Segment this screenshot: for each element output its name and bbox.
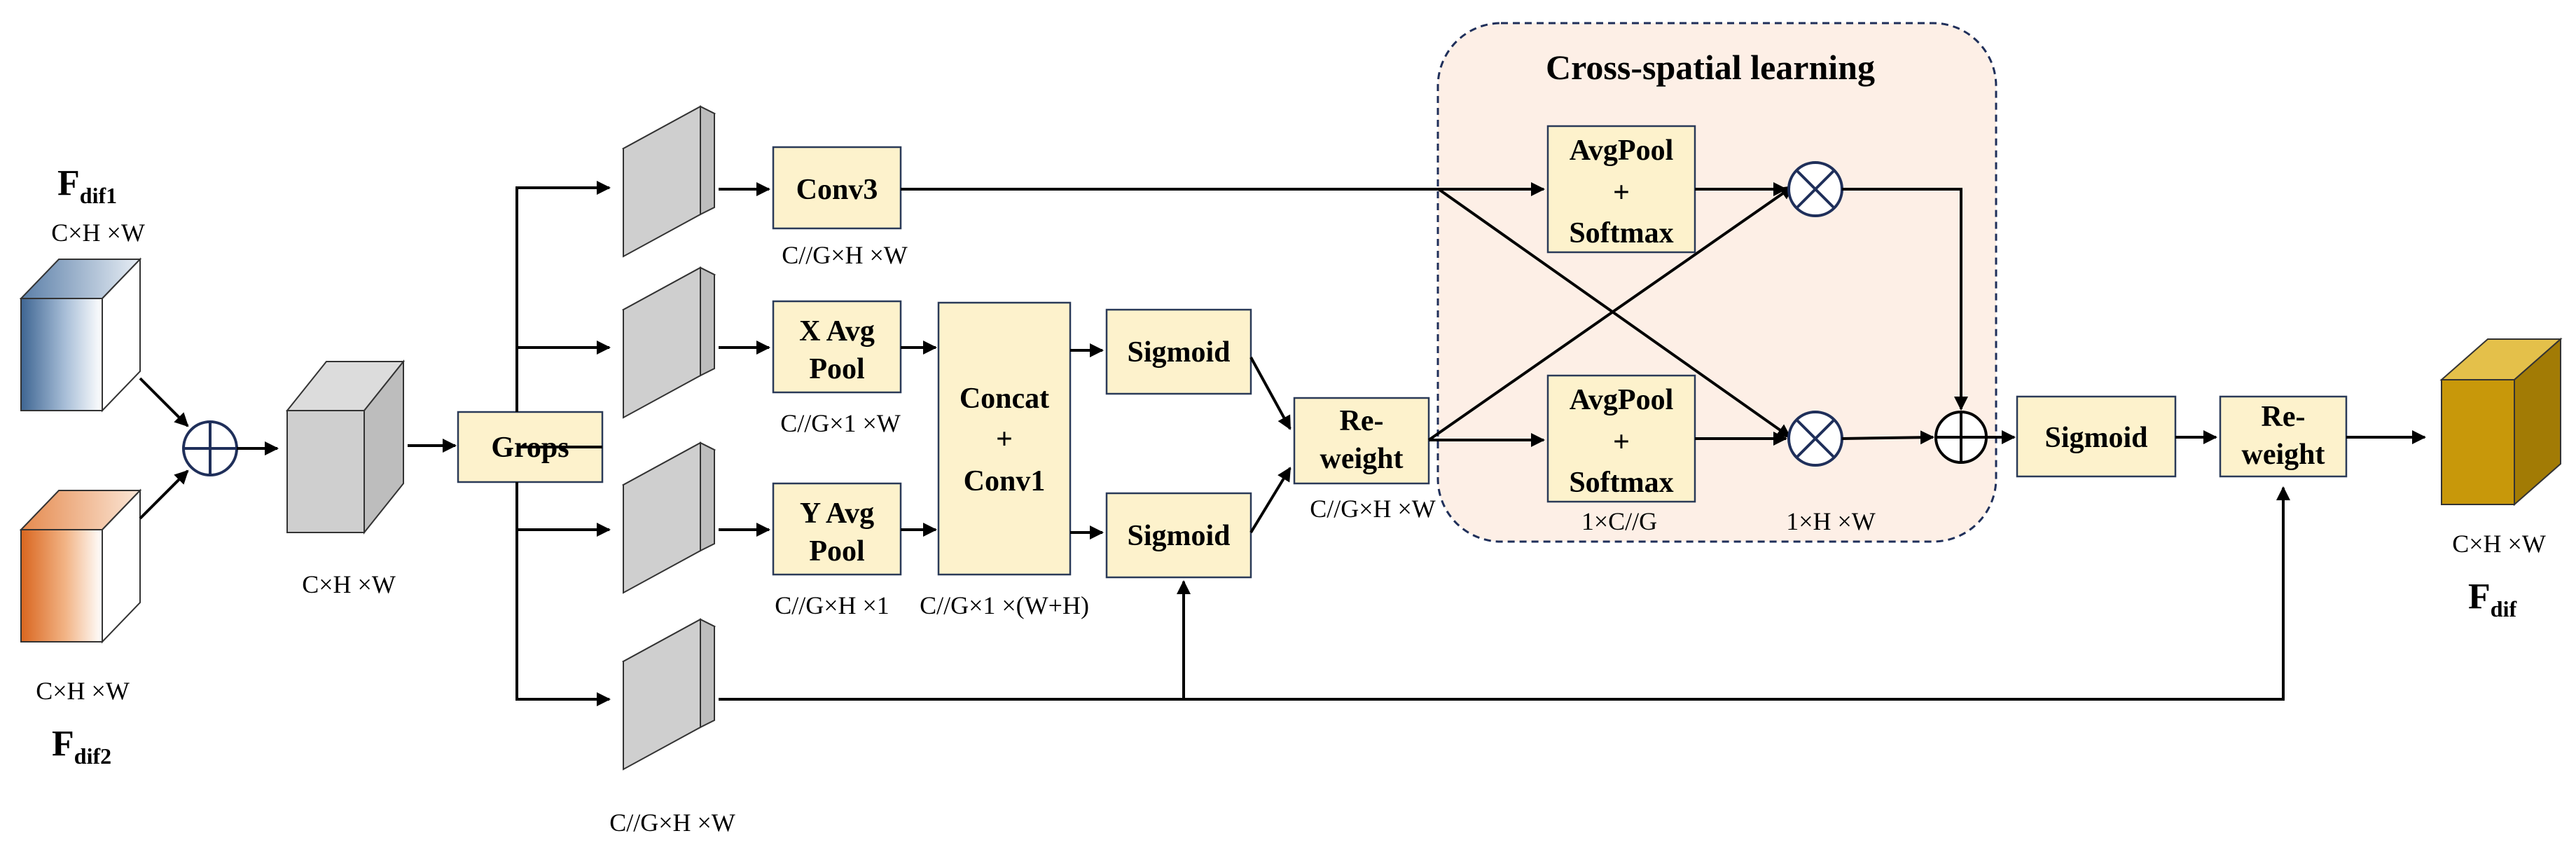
- multiply-node-bottom: [1787, 411, 1843, 467]
- output-cube: [2439, 337, 2563, 507]
- wire-in1-add: [139, 377, 189, 427]
- avgpool-top-label-3: Softmax: [1569, 217, 1673, 249]
- input2-dim: C×H ×W: [36, 677, 130, 705]
- conv3-box: [772, 146, 902, 230]
- branch-slab-4: [621, 618, 716, 771]
- yavg-dim: C//G×H ×1: [775, 591, 889, 619]
- reweight2-label-2: weight: [2242, 439, 2325, 471]
- sigmoid-bottom-label: Sigmoid: [1127, 520, 1230, 552]
- input1-label: Fdif1: [57, 163, 117, 208]
- wire-split-1: [515, 181, 611, 412]
- xavg-label-2: Pool: [809, 353, 864, 385]
- wire-sigbot-reweight: [1249, 467, 1292, 534]
- avgpool-top-label-2: +: [1613, 177, 1630, 209]
- avgpool-bottom-label-3: Softmax: [1569, 467, 1673, 499]
- input-cube-dif2: [19, 488, 142, 644]
- branch-slab-1: [621, 105, 716, 258]
- concat-conv1-box: [937, 301, 1072, 576]
- add-node-cross: [1934, 411, 1988, 464]
- branch-slab-3: [621, 441, 716, 594]
- wire-sigtop-reweight: [1249, 357, 1292, 430]
- mul-bottom-dim: 1×H ×W: [1786, 507, 1876, 535]
- merged-cube: [285, 359, 406, 535]
- reweight2-box: [2219, 395, 2348, 478]
- avgpool-bottom-label-2: +: [1613, 426, 1630, 458]
- output-dim: C×H ×W: [2452, 530, 2546, 558]
- yavg-label-1: Y Avg: [800, 497, 874, 530]
- input-cube-dif1: [19, 257, 142, 413]
- sigmoid-final-label: Sigmoid: [2044, 422, 2147, 454]
- cross-spatial-region: [1436, 22, 1997, 543]
- xavg-label-1: X Avg: [799, 315, 875, 348]
- avgpool-bottom-dim: 1×C//G: [1581, 507, 1657, 535]
- conv3-label: Conv3: [796, 174, 878, 206]
- concat-dim: C//G×1 ×(W+H): [920, 591, 1089, 619]
- wire-mulbottom-add: [1841, 430, 1934, 445]
- yavg-label-2: Pool: [809, 535, 864, 568]
- output-label: Fdif: [2468, 577, 2516, 621]
- reweight1-label-2: weight: [1320, 443, 1404, 475]
- conv3-dim: C//G×H ×W: [782, 241, 908, 269]
- wire-conv3-mulbottom: [1437, 188, 1792, 439]
- wire-branch4-reweight2: [719, 486, 2290, 701]
- avgpool-top-label-1: AvgPool: [1570, 135, 1674, 167]
- concat-label-1: Concat: [960, 383, 1049, 415]
- add-node-input: [182, 420, 238, 476]
- wire-in2-add: [139, 469, 189, 520]
- reweight2-label-1: Re-: [2262, 401, 2306, 433]
- cross-spatial-title: Cross-spatial learning: [1546, 48, 1875, 87]
- yavg-box: [772, 482, 902, 576]
- merged-dim: C×H ×W: [302, 570, 396, 598]
- sigmoid-bottom-box: [1105, 492, 1252, 579]
- sigmoid-top-box: [1105, 308, 1252, 395]
- reweight1-box: [1293, 397, 1430, 485]
- sigmoid-top-label: Sigmoid: [1127, 336, 1230, 369]
- wire-split-3: [515, 482, 611, 537]
- wire-multop-add: [1842, 188, 1968, 411]
- avgpool-bottom-label-1: AvgPool: [1570, 384, 1674, 416]
- branch4-dim: C//G×H ×W: [609, 809, 735, 837]
- wire-split-4: [515, 530, 611, 706]
- reweight1-dim: C//G×H ×W: [1310, 495, 1436, 523]
- branch-slab-2: [621, 266, 716, 419]
- concat-label-3: Conv1: [964, 465, 1046, 497]
- multiply-node-top: [1787, 161, 1843, 217]
- input1-dim: C×H ×W: [51, 219, 145, 247]
- xavg-dim: C//G×1 ×W: [780, 409, 901, 437]
- reweight1-label-1: Re-: [1340, 405, 1384, 437]
- concat-label-2: +: [996, 423, 1013, 455]
- wire-reweight-multop: [1427, 185, 1794, 441]
- input2-label: Fdif2: [52, 724, 111, 769]
- sigmoid-final-box: [2016, 395, 2177, 478]
